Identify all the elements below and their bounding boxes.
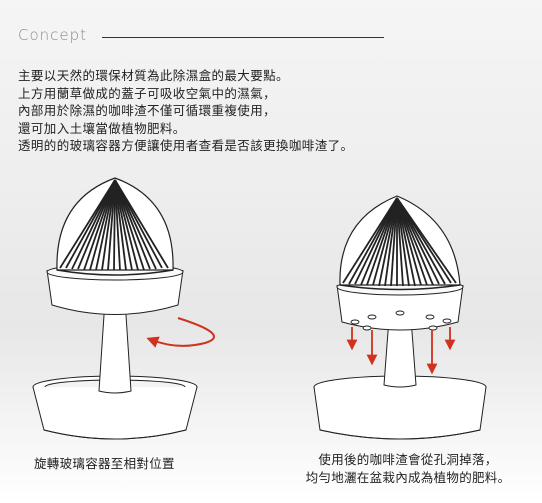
paragraph-line: 還可加入土壤當做植物肥料。 bbox=[18, 120, 186, 136]
left-stem bbox=[98, 299, 132, 394]
falling-grounds-arrows bbox=[346, 327, 456, 375]
left-orchid-dome-lid bbox=[56, 177, 174, 276]
rotate-arrow-icon bbox=[146, 317, 215, 348]
concept-paragraph: 主要以天然的環保材質為此除濕盒的最大要點。 上方用蘭草做成的蓋子可吸收空氣中的濕… bbox=[18, 67, 523, 155]
right-dehumidifier-illustration bbox=[313, 195, 487, 440]
concept-title: Concept bbox=[18, 26, 88, 44]
right-orchid-dome-lid bbox=[339, 195, 461, 291]
right-caption: 使用後的咖啡渣會從孔洞掉落， 均勻地灑在盆栽內成為植物的肥料。 bbox=[288, 451, 528, 487]
right-caption-line: 均勻地灑在盆栽內成為植物的肥料。 bbox=[305, 470, 511, 485]
coffee-drain-holes bbox=[350, 310, 452, 331]
left-caption: 旋轉玻璃容器至相對位置 bbox=[34, 456, 175, 471]
paragraph-line: 上方用蘭草做成的蓋子可吸收空氣中的濕氣， bbox=[18, 85, 277, 101]
header-rule bbox=[102, 37, 384, 38]
concept-header: Concept bbox=[18, 26, 388, 48]
paragraph-line: 內部用於除濕的咖啡渣不僅可循環重複使用， bbox=[18, 103, 277, 119]
paragraph-line: 透明的的玻璃容器方便讓使用者查看是否該更換咖啡渣了。 bbox=[18, 138, 354, 154]
right-caption-line: 使用後的咖啡渣會從孔洞掉落， bbox=[318, 452, 498, 467]
left-dehumidifier-illustration bbox=[32, 177, 215, 440]
paragraph-line: 主要以天然的環保材質為此除濕盒的最大要點。 bbox=[18, 68, 289, 83]
